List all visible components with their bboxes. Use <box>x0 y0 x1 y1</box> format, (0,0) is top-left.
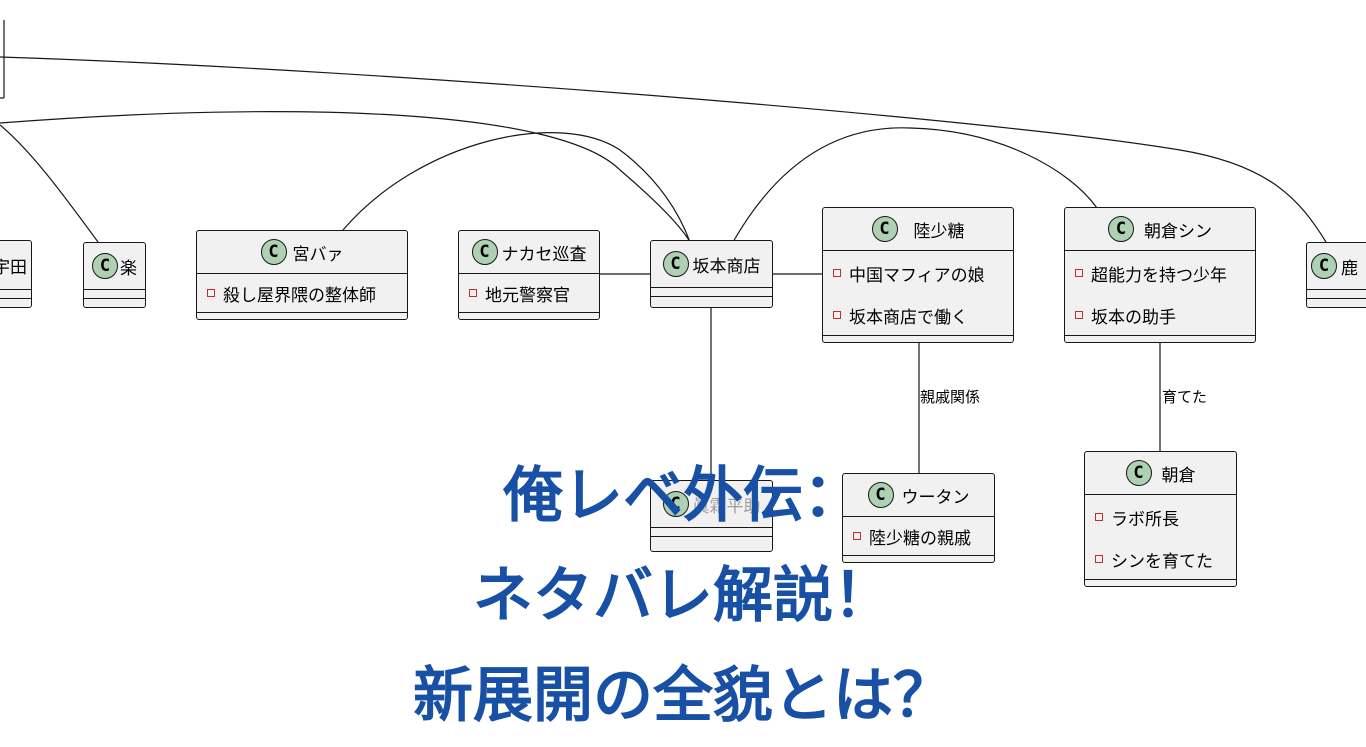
private-attr-icon <box>469 289 477 297</box>
private-attr-icon <box>833 269 841 277</box>
edge-sakamoto-to-asakurashin <box>732 127 1098 243</box>
class-asakurashin[interactable]: C 朝倉シン 超能力を持つ少年 坂本の助手 <box>1064 207 1256 343</box>
private-attr-icon <box>1075 269 1083 277</box>
class-asakura-attr-1: ラボ所長 <box>1111 509 1179 530</box>
class-miyabaa-name: 宮バァ <box>292 244 344 265</box>
class-asakura-attr-2: シンを育てた <box>1111 551 1213 572</box>
edge-label-raised: 育てた <box>1162 388 1208 406</box>
class-c-icon: C <box>92 253 118 279</box>
edge-left-to-raku <box>0 124 99 243</box>
class-uta-name: 宇田 <box>0 257 27 278</box>
class-c-icon: C <box>1108 216 1134 242</box>
class-asakura[interactable]: C 朝倉 ラボ所長 シンを育てた <box>1084 451 1237 587</box>
edge-miyabaa-to-sakamoto <box>342 132 691 243</box>
private-attr-icon <box>1095 555 1103 563</box>
class-sakamoto-name: 坂本商店 <box>692 256 761 277</box>
overlay-title-line-1: 俺レベ外伝： <box>503 461 863 531</box>
class-nakase-name: ナカセ巡査 <box>501 244 587 265</box>
class-utan-attr: 陸少糖の親戚 <box>869 528 971 549</box>
class-c-icon: C <box>1125 460 1152 486</box>
class-raku-name: 楽 <box>120 258 137 279</box>
class-asakurashin-attr-1: 超能力を持つ少年 <box>1091 265 1227 286</box>
class-shika-name: 鹿 <box>1341 258 1358 279</box>
overlay-title-line-2: ネタバレ解説！ <box>473 561 893 631</box>
class-c-icon: C <box>662 251 689 277</box>
class-luxiaotang-name: 陸少糖 <box>913 221 965 242</box>
class-c-icon: C <box>867 482 894 508</box>
class-nakase-attr: 地元警察官 <box>485 285 570 306</box>
private-attr-icon <box>207 289 215 297</box>
edge-left-to-sakamoto <box>0 111 691 243</box>
class-c-icon: C <box>260 239 287 265</box>
private-attr-icon <box>853 532 861 540</box>
class-utan-name: ウータン <box>901 487 970 508</box>
class-c-icon: C <box>1311 253 1337 279</box>
edge-top-left-to-shika <box>0 56 1327 243</box>
private-attr-icon <box>1095 513 1103 521</box>
class-c-icon: C <box>471 239 498 265</box>
private-attr-icon <box>833 311 841 319</box>
class-c-icon: C <box>871 216 898 242</box>
class-uta[interactable]: 宇田 <box>0 240 32 308</box>
class-asakurashin-name: 朝倉シン <box>1144 221 1212 242</box>
edge-label-relatives: 親戚関係 <box>920 388 981 406</box>
class-asakura-name: 朝倉 <box>1161 465 1196 486</box>
class-luxiaotang-attr-2: 坂本商店で働く <box>849 307 968 328</box>
private-attr-icon <box>1075 311 1083 319</box>
overlay-title-line-3: 新展開の全貌とは？ <box>413 661 953 731</box>
class-luxiaotang[interactable]: C 陸少糖 中国マフィアの娘 坂本商店で働く <box>822 207 1014 343</box>
class-luxiaotang-attr-1: 中国マフィアの娘 <box>849 265 985 286</box>
class-miyabaa-attr: 殺し屋界隈の整体師 <box>223 285 376 306</box>
class-c-icon: C <box>662 491 689 517</box>
class-utan[interactable]: C ウータン 陸少糖の親戚 <box>842 473 995 563</box>
class-hidden-name: 眞霜平助 <box>692 496 761 517</box>
class-asakurashin-attr-2: 坂本の助手 <box>1091 307 1176 328</box>
